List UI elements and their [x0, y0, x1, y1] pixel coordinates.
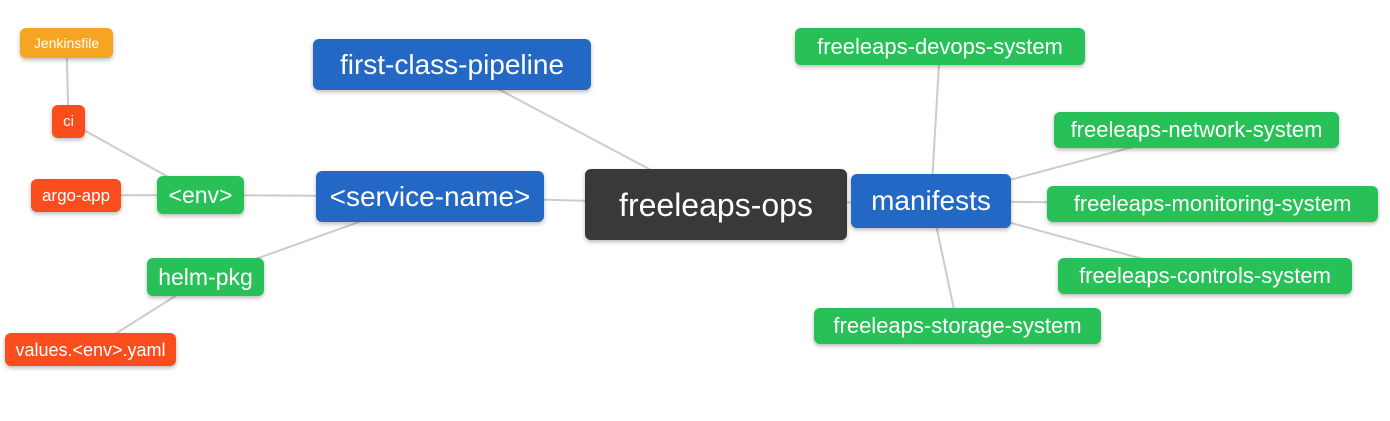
node-freeleaps-devops-system[interactable]: freeleaps-devops-system	[795, 28, 1085, 65]
node-jenkinsfile[interactable]: Jenkinsfile	[20, 28, 113, 58]
node-freeleaps-controls-system[interactable]: freeleaps-controls-system	[1058, 258, 1352, 294]
node-env[interactable]: <env>	[157, 176, 244, 214]
node-freeleaps-monitoring-system[interactable]: freeleaps-monitoring-system	[1047, 186, 1378, 222]
node-values-env-yaml[interactable]: values.<env>.yaml	[5, 333, 176, 366]
node-freeleaps-ops[interactable]: freeleaps-ops	[585, 169, 847, 240]
node-service-name[interactable]: <service-name>	[316, 171, 544, 222]
node-ci[interactable]: ci	[52, 105, 85, 138]
node-argo-app[interactable]: argo-app	[31, 179, 121, 212]
node-helm-pkg[interactable]: helm-pkg	[147, 258, 264, 296]
node-first-class-pipeline[interactable]: first-class-pipeline	[313, 39, 591, 90]
node-freeleaps-storage-system[interactable]: freeleaps-storage-system	[814, 308, 1101, 344]
node-freeleaps-network-system[interactable]: freeleaps-network-system	[1054, 112, 1339, 148]
node-manifests[interactable]: manifests	[851, 174, 1011, 228]
